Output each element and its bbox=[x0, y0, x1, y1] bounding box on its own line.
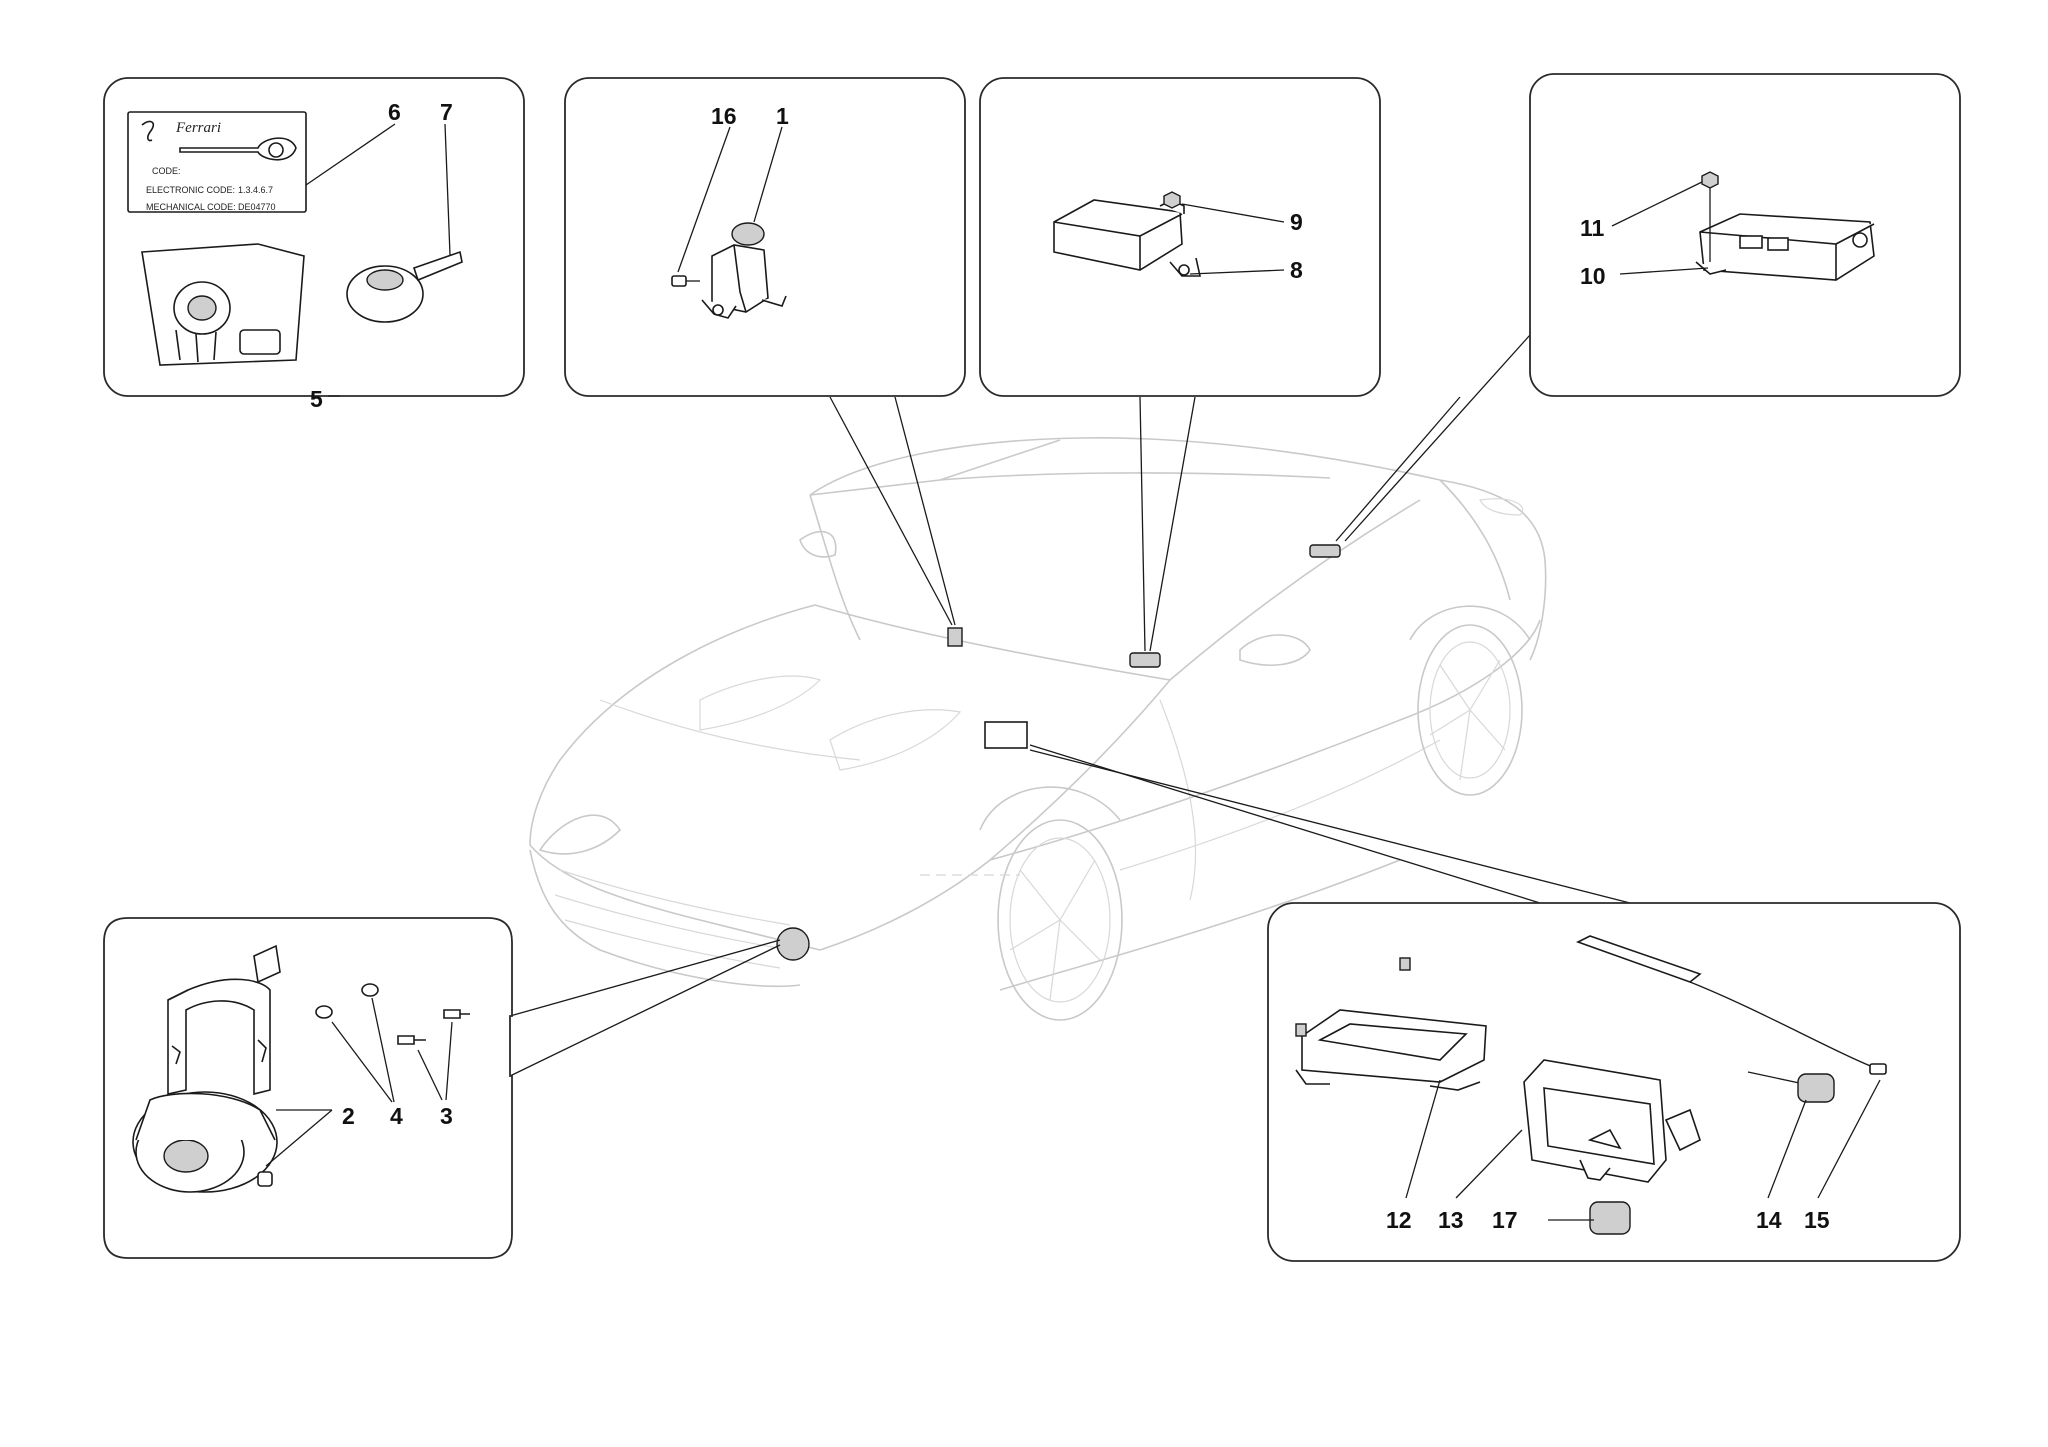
ecu-marker-12 bbox=[984, 721, 1028, 749]
callout-8: 8 bbox=[1290, 257, 1303, 283]
callout-6: 6 bbox=[388, 99, 401, 125]
callout-14: 14 bbox=[1756, 1207, 1782, 1233]
callout-16: 16 bbox=[711, 103, 737, 129]
callout-12: 12 bbox=[1386, 1207, 1412, 1233]
gps-antenna-14 bbox=[1747, 1071, 1835, 1103]
ecu-bracket-12 bbox=[1295, 957, 1487, 1091]
nut-11 bbox=[1701, 171, 1719, 262]
control-module bbox=[1695, 213, 1875, 281]
card-mechanical-label: MECHANICAL CODE: bbox=[146, 202, 236, 212]
card-mechanical-value: DE04770 bbox=[238, 202, 276, 212]
module-marker-8 bbox=[1129, 652, 1161, 668]
card-electronic-label: ELECTRONIC CODE: bbox=[146, 185, 235, 195]
callout-3: 3 bbox=[440, 1103, 453, 1129]
screw-16 bbox=[671, 275, 700, 287]
card-electronic-value: 1.3.4.6.7 bbox=[238, 185, 273, 195]
module-marker-10 bbox=[1309, 544, 1341, 558]
callout-11: 11 bbox=[1580, 215, 1605, 241]
screws-3 bbox=[397, 1009, 470, 1045]
lock-kit-bag bbox=[141, 243, 305, 366]
callout-9: 9 bbox=[1290, 209, 1303, 235]
siren-horn bbox=[132, 1091, 278, 1193]
sensor-marker-1 bbox=[947, 627, 963, 647]
callout-5: 5 bbox=[310, 386, 323, 412]
car-part-markers bbox=[776, 544, 1341, 961]
callout-7: 7 bbox=[440, 99, 453, 125]
card-brand: Ferrari bbox=[175, 120, 221, 136]
callout-1: 1 bbox=[776, 103, 789, 129]
siren-marker-2 bbox=[776, 927, 810, 961]
nut-9 bbox=[1163, 191, 1181, 209]
callout-13: 13 bbox=[1438, 1207, 1464, 1233]
callout-4: 4 bbox=[390, 1103, 403, 1129]
sensor-part bbox=[701, 222, 787, 319]
callout-2: 2 bbox=[342, 1103, 355, 1129]
key-code-card: Ferrari CODE: ELECTRONIC CODE: 1.3.4.6.7… bbox=[127, 111, 307, 213]
callout-17: 17 bbox=[1492, 1207, 1518, 1233]
washers-4 bbox=[315, 983, 379, 1019]
ecu-unit-13 bbox=[1523, 1059, 1701, 1183]
car-illustration bbox=[529, 437, 1547, 1021]
remote-key-fob bbox=[346, 250, 463, 323]
prancing-horse-logo bbox=[141, 120, 155, 142]
panel-module-10: 11 10 bbox=[1529, 73, 1961, 397]
callout-15: 15 bbox=[1804, 1207, 1830, 1233]
panel-module-8: 9 8 bbox=[979, 77, 1381, 397]
key-blade-icon bbox=[179, 137, 297, 161]
siren-bracket bbox=[167, 944, 281, 1096]
antenna-15 bbox=[1575, 935, 1887, 1075]
panel-sensor: 16 1 bbox=[564, 77, 966, 397]
alarm-module bbox=[1053, 199, 1201, 277]
pad-17 bbox=[1589, 1201, 1631, 1235]
card-code-label: CODE: bbox=[152, 166, 181, 176]
panel-siren: 2 4 3 bbox=[103, 917, 513, 1259]
panel-key-kit: Ferrari CODE: ELECTRONIC CODE: 1.3.4.6.7… bbox=[103, 77, 525, 412]
callout-10: 10 bbox=[1580, 263, 1606, 289]
panel-ecu-kit: 12 13 17 14 15 bbox=[1267, 902, 1961, 1262]
leader-lines bbox=[509, 334, 1631, 1077]
